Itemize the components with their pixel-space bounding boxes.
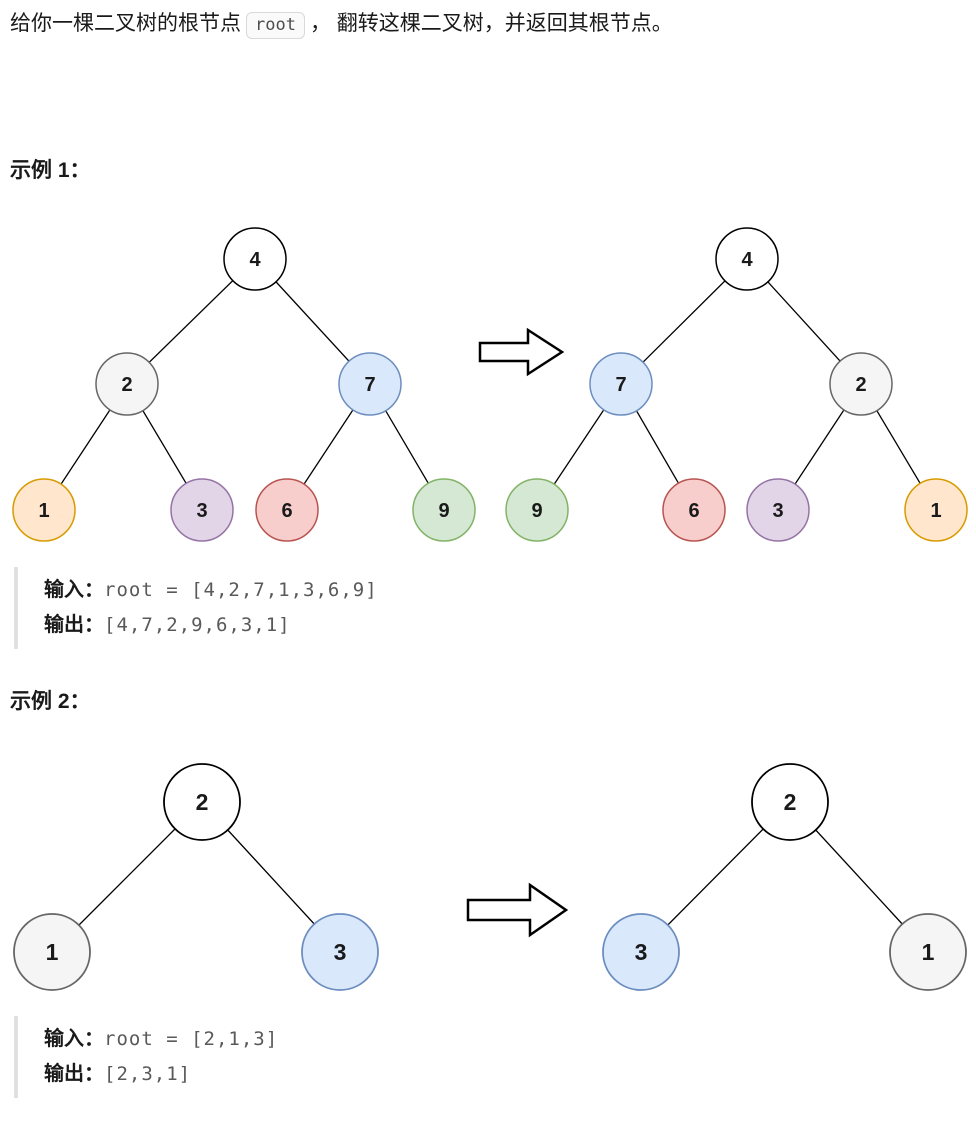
tree-node-circle <box>602 912 680 991</box>
tree-node-value: 3 <box>635 939 648 965</box>
output-value: [2,3,1] <box>104 1062 192 1085</box>
example1-tree-after: 4 7 2 9 6 3 1 <box>505 226 968 542</box>
description-suffix: ， 翻转这棵二叉树，并返回其根节点。 <box>309 12 673 35</box>
tree-node-value: 1 <box>46 939 59 965</box>
tree-node-value: 2 <box>121 374 132 396</box>
example2-tree-before: 2 1 3 <box>13 762 379 991</box>
tree-node-circle <box>170 477 234 542</box>
tree-node: 3 <box>301 912 379 991</box>
example2-io-block: 输入：root = [2,1,3] 输出：[2,3,1] <box>14 1015 976 1098</box>
tree-node: 9 <box>505 477 569 542</box>
tree-node-circle <box>163 762 241 841</box>
tree-node: 3 <box>170 477 234 542</box>
tree-node-value: 3 <box>196 500 207 522</box>
tree-node-value: 4 <box>249 249 261 271</box>
tree-node-value: 6 <box>688 500 699 522</box>
right-arrow-icon <box>478 327 565 376</box>
tree-node-circle <box>223 226 287 291</box>
tree-node: 3 <box>602 912 680 991</box>
tree-node-circle <box>746 477 810 542</box>
tree-node-value: 1 <box>38 500 49 522</box>
tree-node-circle <box>829 351 893 416</box>
example1-diagram: 4 2 7 1 3 6 9 <box>12 226 968 542</box>
example1-label: 示例 1： <box>10 158 91 182</box>
input-label: 输入： <box>44 1027 104 1050</box>
example1-output-line: 输出：[4,7,2,9,6,3,1] <box>44 608 976 643</box>
description-prefix: 给你一棵二叉树的根节点 <box>10 12 241 35</box>
tree-node: 6 <box>662 477 726 542</box>
example2-tree-after: 2 3 1 <box>602 762 967 991</box>
tree-node-value: 9 <box>531 500 542 522</box>
input-value: root = [4,2,7,1,3,6,9] <box>104 578 378 601</box>
tree-node: 1 <box>889 912 967 991</box>
tree-node-value: 3 <box>334 939 347 965</box>
tree-node-circle <box>95 351 159 416</box>
tree-node-circle <box>662 477 726 542</box>
tree-node-value: 7 <box>615 374 626 396</box>
tree-node: 7 <box>338 351 402 416</box>
tree-node-value: 3 <box>772 500 783 522</box>
tree-node-value: 4 <box>741 249 753 271</box>
tree-node-value: 6 <box>281 500 292 522</box>
example1-io-block: 输入：root = [4,2,7,1,3,6,9] 输出：[4,7,2,9,6,… <box>14 566 976 649</box>
tree-node: 2 <box>95 351 159 416</box>
output-label: 输出： <box>44 1062 104 1085</box>
tree-node-value: 9 <box>438 500 449 522</box>
tree-node-circle <box>338 351 402 416</box>
tree-node-circle <box>12 477 76 542</box>
right-arrow-icon <box>466 882 569 938</box>
tree-node-value: 2 <box>784 789 797 815</box>
tree-node: 7 <box>589 351 653 416</box>
tree-node: 1 <box>13 912 91 991</box>
tree-node: 1 <box>904 477 968 542</box>
tree-node-circle <box>715 226 779 291</box>
tree-node: 3 <box>746 477 810 542</box>
tree-node-circle <box>589 351 653 416</box>
tree-node-circle <box>751 762 829 841</box>
tree-node-circle <box>13 912 91 991</box>
tree-node-circle <box>301 912 379 991</box>
tree-node-value: 1 <box>930 500 941 522</box>
example2-input-line: 输入：root = [2,1,3] <box>44 1022 976 1057</box>
tree-node: 1 <box>12 477 76 542</box>
tree-node: 2 <box>829 351 893 416</box>
tree-node-value: 2 <box>855 374 866 396</box>
tree-node-circle <box>889 912 967 991</box>
tree-node: 9 <box>412 477 476 542</box>
input-value: root = [2,1,3] <box>104 1027 279 1050</box>
tree-node: 4 <box>223 226 287 291</box>
tree-node: 4 <box>715 226 779 291</box>
inline-code-root: root <box>246 12 305 39</box>
tree-node-circle <box>412 477 476 542</box>
tree-node-value: 1 <box>922 939 935 965</box>
example2-diagram: 2 1 3 2 3 1 <box>13 762 967 991</box>
output-value: [4,7,2,9,6,3,1] <box>104 613 291 636</box>
tree-node: 6 <box>255 477 319 542</box>
example1-tree-before: 4 2 7 1 3 6 9 <box>12 226 476 542</box>
tree-node-value: 7 <box>364 374 375 396</box>
tree-edges <box>43 258 937 511</box>
example1-input-line: 输入：root = [4,2,7,1,3,6,9] <box>44 573 976 608</box>
tree-node: 2 <box>163 762 241 841</box>
tree-node-circle <box>904 477 968 542</box>
tree-node-circle <box>505 477 569 542</box>
tree-node-circle <box>255 477 319 542</box>
output-label: 输出： <box>44 613 104 636</box>
tree-node-value: 2 <box>196 789 209 815</box>
example2-label: 示例 2： <box>10 689 91 713</box>
tree-node: 2 <box>751 762 829 841</box>
example2-output-line: 输出：[2,3,1] <box>44 1057 976 1092</box>
input-label: 输入： <box>44 578 104 601</box>
